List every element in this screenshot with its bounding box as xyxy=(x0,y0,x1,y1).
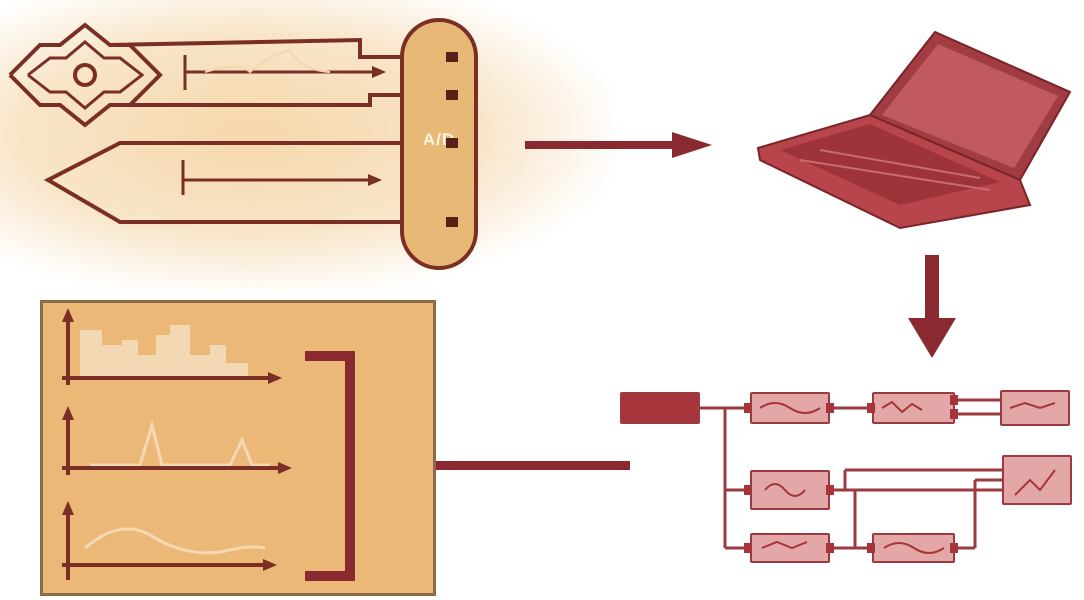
adc-pin xyxy=(446,90,458,100)
adc-pin xyxy=(446,138,458,148)
display-block xyxy=(1002,455,1072,505)
bottom-probe-signal xyxy=(181,160,382,195)
diamond-electrode-icon xyxy=(8,22,452,128)
top-probe-signal xyxy=(183,48,386,90)
arrow-down-icon xyxy=(908,255,956,358)
results-bracket xyxy=(305,351,355,581)
wave-graph xyxy=(62,501,277,580)
input-block xyxy=(620,392,700,424)
adc-converter: A/D xyxy=(400,18,478,270)
adc-pin xyxy=(446,217,458,227)
histogram-graph xyxy=(62,308,282,385)
branch-block-middle xyxy=(750,470,830,510)
peak-graph xyxy=(62,406,292,475)
arrow-electrode-icon xyxy=(43,141,452,224)
arrow-right-icon xyxy=(525,132,712,158)
adc-pin xyxy=(446,52,458,62)
filter-block xyxy=(750,392,830,424)
